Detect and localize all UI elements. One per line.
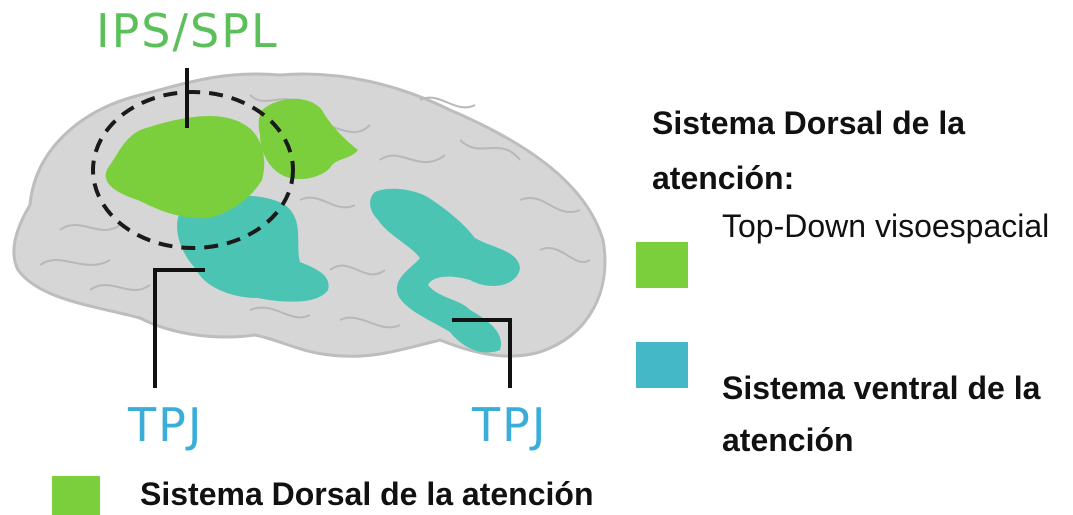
ventral-region-left — [177, 195, 329, 302]
dorsal-region-fef — [258, 98, 358, 180]
dorsal-legend-swatch — [636, 242, 688, 288]
ips-spl-label: IPS/SPL — [96, 4, 279, 58]
brain-diagram — [12, 68, 607, 388]
dorsal-legend-swatch-bottom — [52, 476, 100, 515]
dorsal-region-ips — [105, 115, 265, 219]
dorsal-legend-text-bottom: Sistema Dorsal de la atención — [140, 476, 594, 512]
dorsal-system-subtitle: Top-Down visoespacial — [722, 208, 1050, 244]
tpj-right-label: TPJ — [472, 398, 548, 452]
ventral-system-title: Sistema ventral de la atención — [722, 370, 1041, 458]
tpj-left-leader-line — [153, 268, 205, 388]
dorsal-system-title: Sistema Dorsal de la atención: — [652, 105, 966, 196]
tpj-left-label: TPJ — [128, 398, 204, 452]
ventral-legend-swatch — [636, 342, 688, 388]
ventral-region-right — [370, 188, 520, 353]
ips-dashed-circle — [91, 90, 295, 250]
tpj-right-leader-line — [452, 318, 512, 388]
